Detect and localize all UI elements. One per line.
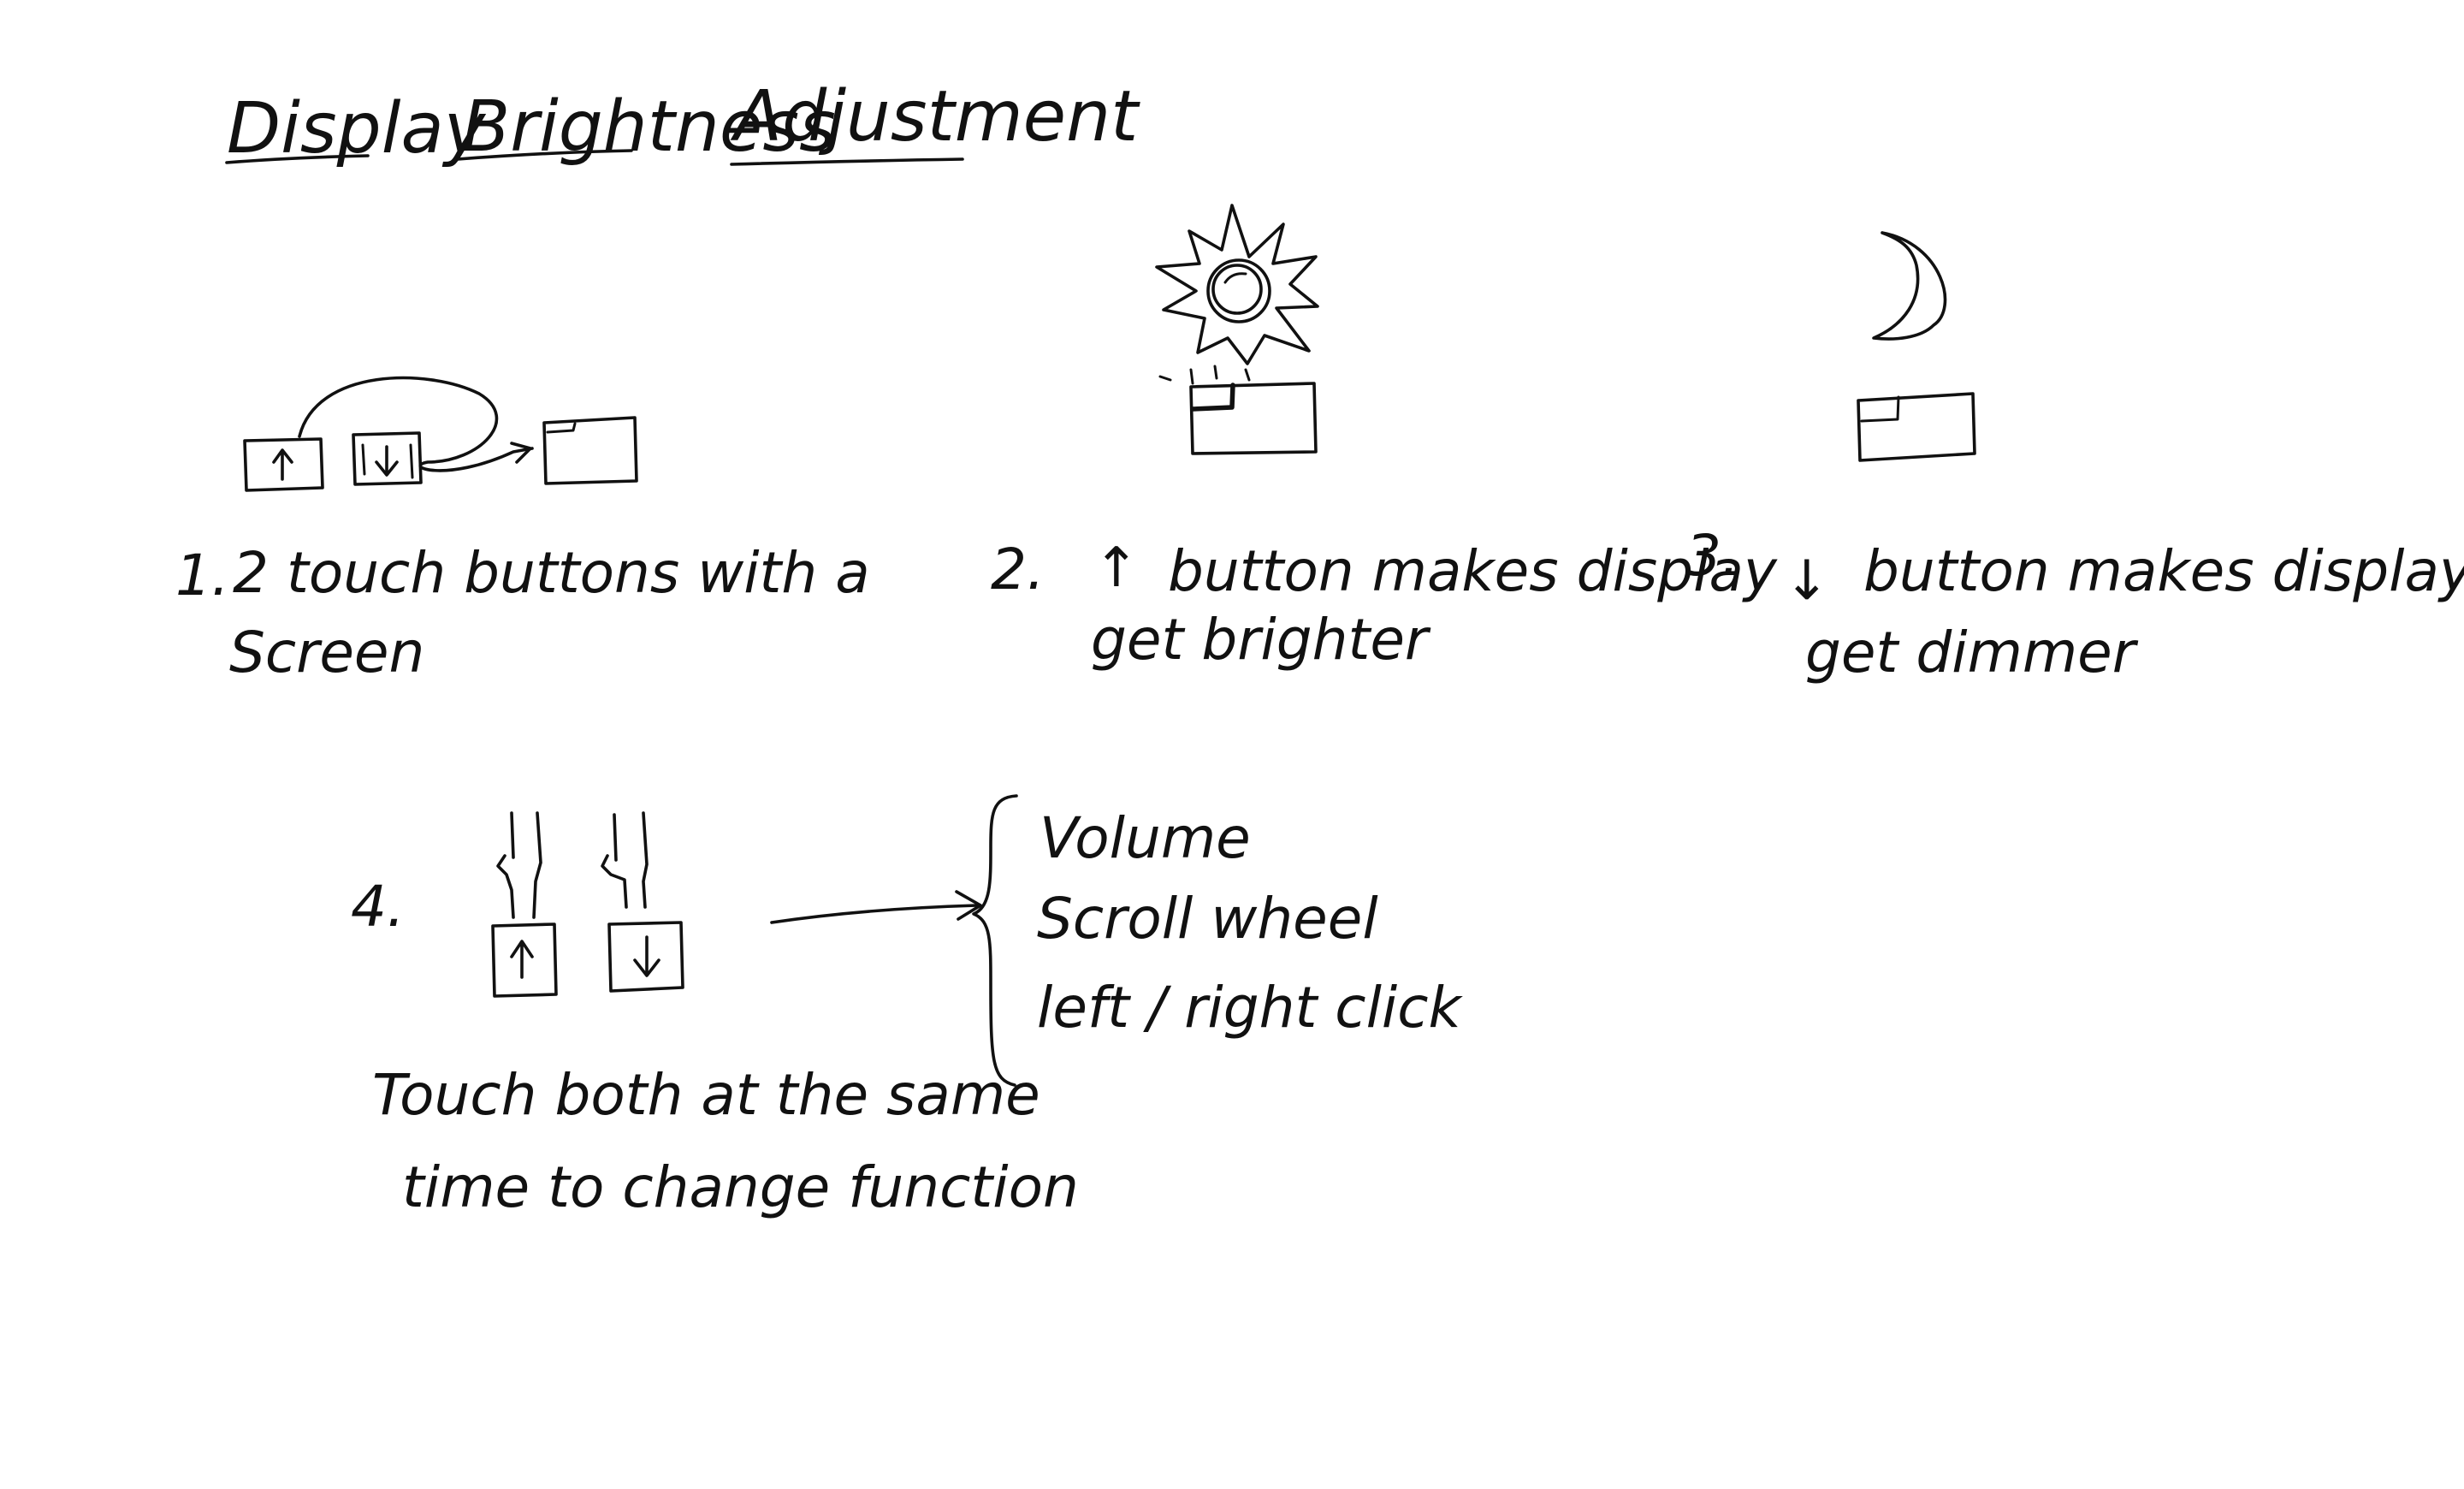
step2-diagram xyxy=(1155,204,1319,455)
step4-number: 4. xyxy=(351,874,405,940)
title-underline-2 xyxy=(456,149,633,161)
screen-icon xyxy=(1857,392,1976,462)
title-word-adjustment: Adjustment xyxy=(730,76,1140,157)
screen-icon xyxy=(542,416,638,485)
step2-text: 2. ↑ button makes display get brighter xyxy=(991,537,1778,673)
title-underline-3 xyxy=(730,157,964,166)
function-volume: Volume xyxy=(1040,805,1251,871)
connector-curve xyxy=(298,376,534,472)
down-arrow-icon: ↓ xyxy=(1784,549,1830,613)
up-arrow-button-icon xyxy=(491,922,558,998)
sun-ray-3 xyxy=(1213,365,1218,380)
finger-icon xyxy=(496,811,542,919)
sun-icon xyxy=(1155,204,1319,365)
step4-caption-line2: time to change function xyxy=(402,1154,1079,1220)
step3-line1: button makes display xyxy=(1863,538,2464,604)
function-scroll-wheel: Scroll wheel xyxy=(1037,886,1378,952)
step1-line1: 2 touch buttons with a xyxy=(233,540,870,606)
step1-text: 1. 2 touch buttons with a Screen xyxy=(175,540,870,685)
curly-brace-icon xyxy=(972,794,1018,1087)
step2-line1: button makes display xyxy=(1168,538,1778,604)
step1-line2: Screen xyxy=(229,620,424,685)
step4-caption-line1: Touch both at the same xyxy=(372,1062,1040,1128)
title-group: Display Brightness Adjustment xyxy=(225,76,1140,169)
step4-group: 4. Volume Scroll wheel left / right clic… xyxy=(351,794,1464,1220)
title-underline-1 xyxy=(225,154,370,164)
step3-line2: get dimmer xyxy=(1805,620,2139,685)
sun-ray-4 xyxy=(1244,368,1251,382)
down-arrow-button-icon xyxy=(607,921,684,993)
step1-diagram xyxy=(243,376,638,492)
step3-diagram xyxy=(1857,231,1976,462)
step2-number: 2. xyxy=(991,537,1045,602)
step2-line2: get brighter xyxy=(1091,607,1431,673)
finger-icon xyxy=(601,811,649,909)
screen-icon xyxy=(1189,382,1318,455)
function-left-right-click: left / right click xyxy=(1037,975,1464,1041)
step3-text: 3. ↓ button makes display get dimmer xyxy=(1685,523,2464,685)
step1-number: 1. xyxy=(175,543,229,608)
sun-ray-2 xyxy=(1189,368,1194,385)
up-arrow-icon: ↑ xyxy=(1093,537,1140,600)
right-arrow-icon xyxy=(770,890,982,924)
down-arrow-button-icon xyxy=(352,431,423,486)
step3-number: 3. xyxy=(1685,523,1739,589)
moon-icon xyxy=(1872,231,1947,341)
sun-ray-1 xyxy=(1158,375,1172,382)
up-arrow-button-icon xyxy=(243,437,324,492)
